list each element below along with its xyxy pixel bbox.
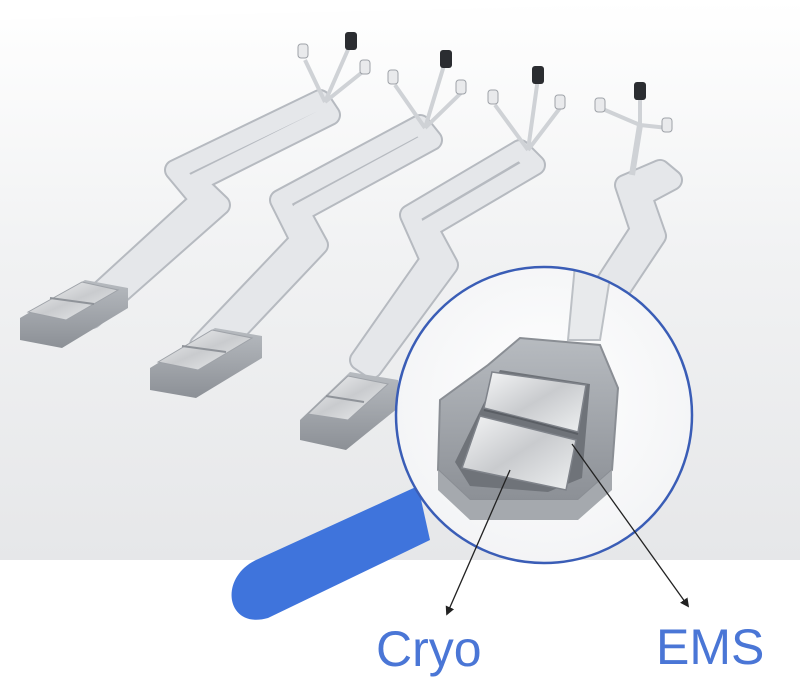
- cryo-label: Cryo: [376, 621, 482, 677]
- applicator-3: [300, 66, 566, 450]
- usb-connector-icon: [532, 66, 544, 84]
- applicator-2: [150, 50, 467, 398]
- usb-connector-icon: [345, 32, 357, 50]
- applicator-1: [20, 32, 371, 348]
- magnifier-icon: [394, 265, 694, 565]
- ems-label: EMS: [656, 619, 765, 675]
- pointer-arrow-icon: [445, 469, 511, 616]
- magnifier-handle: [231, 486, 430, 620]
- pointer-arrow-icon: [571, 443, 690, 608]
- usb-connector-icon: [440, 50, 452, 68]
- usb-connector-icon: [634, 82, 646, 100]
